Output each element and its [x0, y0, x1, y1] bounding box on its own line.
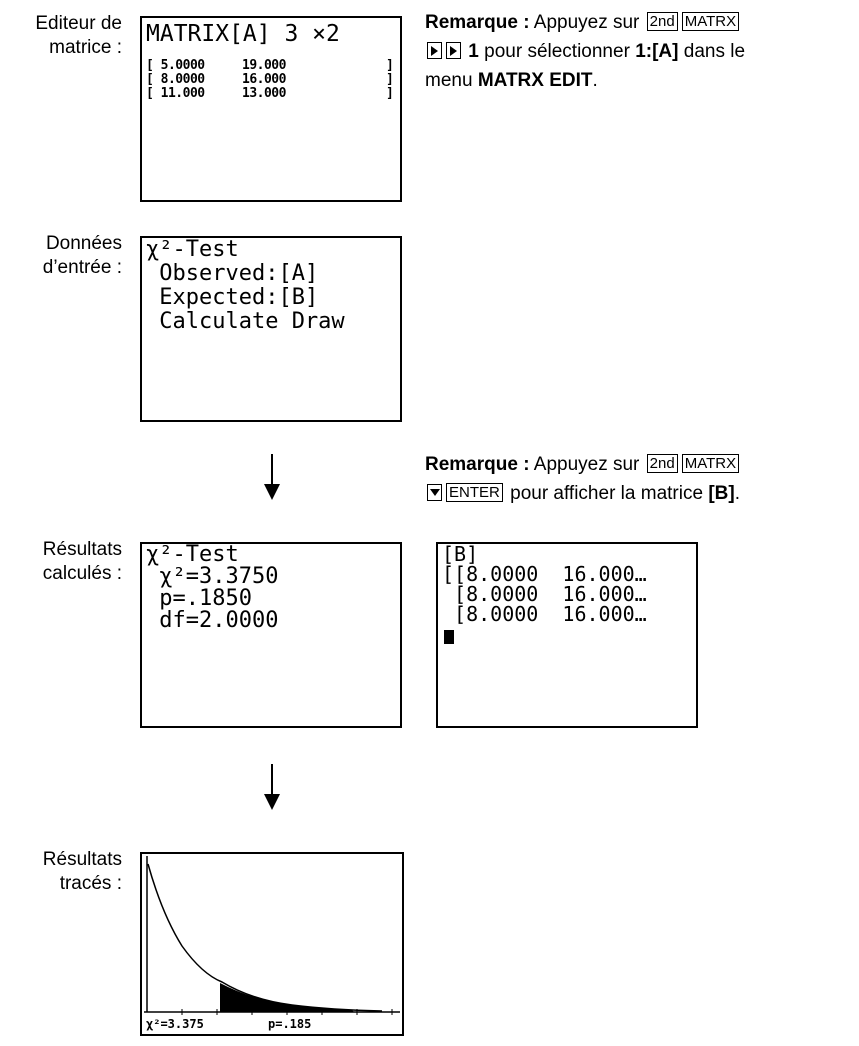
screen-line: p=.1850: [146, 586, 252, 611]
key-2nd: 2nd: [646, 12, 678, 31]
plot-p-label: p=.185: [268, 1017, 312, 1031]
matrix-cell: 13.000: [242, 86, 286, 101]
right-arrow-key-icon: [446, 42, 461, 59]
matrix-cell: [ 11.000: [146, 86, 205, 101]
matrix-row: [ 11.000: [146, 86, 205, 101]
note-text: pour sélectionner: [484, 41, 630, 62]
screen-line: [B]: [442, 542, 479, 566]
note-line: menu MATRX EDIT.: [425, 66, 745, 95]
note-line: ENTER pour afficher la matrice [B].: [425, 479, 741, 508]
matrix-editor-screen: MATRIX[A] 3 ×2 [ 5.0000 19.000 ] [ 8.000…: [140, 16, 402, 202]
note-text: dans le: [683, 41, 746, 62]
plot-screen: χ²=3.375 p=.185: [140, 852, 404, 1036]
key-matrx: MATRX: [681, 454, 740, 473]
matrix-cell: [ 8.0000: [146, 72, 205, 87]
axis-ticks: [181, 1009, 393, 1015]
matrix-bracket: ]: [386, 72, 394, 87]
chi-square-plot: [144, 856, 400, 1015]
label-line: Résultats: [42, 539, 122, 560]
matrix-bracket: ]: [386, 86, 394, 101]
cursor-block: [444, 630, 454, 644]
note-line: 1 pour sélectionner 1:[A] dans le: [425, 37, 745, 66]
note-text: pour afficher la matrice: [510, 483, 704, 504]
label-line: calculés :: [42, 563, 122, 584]
key-enter: ENTER: [446, 483, 503, 502]
input-data-label: Données d’entrée :: [0, 232, 122, 280]
matrix-bracket: ]: [386, 58, 394, 73]
down-arrow-icon: [264, 454, 280, 500]
label-line: Editeur de: [35, 13, 122, 34]
note-text: .: [592, 70, 598, 91]
computed-results-screen: χ²-Test χ²=3.3750 p=.1850 df=2.0000: [140, 542, 402, 728]
shaded-region: [220, 983, 354, 1012]
note-text: Appuyez sur: [533, 12, 640, 33]
screen-line: [8.0000 16.000…: [442, 602, 647, 626]
matrix-row: [ 5.0000: [146, 58, 205, 73]
screen-line: Calculate Draw: [146, 309, 345, 334]
note-bold: 1:[A]: [635, 41, 679, 62]
note-text: Appuyez sur: [533, 454, 640, 475]
key-matrx: MATRX: [681, 12, 740, 31]
matrix-cell: 16.000: [242, 72, 286, 87]
note-bold: [B]: [708, 483, 735, 504]
matrix-b-screen: [B] [[8.0000 16.000… [8.0000 16.000… [8.…: [436, 542, 698, 728]
screen-line: df=2.0000: [146, 608, 279, 633]
right-arrow-key-icon: [427, 42, 442, 59]
screen-line: Observed:[A]: [146, 261, 319, 286]
matrix-cell: [ 5.0000: [146, 58, 205, 73]
plotted-results-label: Résultats tracés :: [0, 848, 122, 896]
note-bold: 1: [468, 41, 479, 62]
down-arrow-icon: [264, 764, 280, 810]
screen-line: χ²=3.3750: [146, 564, 279, 589]
label-line: matrice :: [49, 37, 122, 58]
matrix-row: [ 8.0000: [146, 72, 205, 87]
matrix-cell: 19.000: [242, 58, 286, 73]
screen-line: [[8.0000 16.000…: [442, 562, 647, 586]
matrix-title: MATRIX[A] 3 ×2: [146, 21, 340, 47]
label-line: d’entrée :: [42, 257, 122, 278]
note-bold: MATRX EDIT: [477, 70, 593, 91]
note-lead: Remarque :: [425, 12, 530, 33]
plot-chi-label: χ²=3.375: [146, 1017, 204, 1031]
screen-line: χ²-Test: [146, 542, 239, 567]
screen-line: [8.0000 16.000…: [442, 582, 647, 606]
screen-line: Expected:[B]: [146, 285, 319, 310]
screen-line: χ²-Test: [146, 237, 239, 262]
computed-results-label: Résultats calculés :: [0, 538, 122, 586]
label-line: tracés :: [59, 873, 122, 894]
label-line: Résultats: [42, 849, 122, 870]
label-line: Données: [45, 233, 122, 254]
density-curve: [147, 863, 383, 1012]
note-text: .: [734, 483, 740, 504]
down-arrow-key-icon: [427, 484, 442, 501]
key-2nd: 2nd: [646, 454, 678, 473]
note-text: menu: [425, 70, 473, 91]
input-screen: χ²-Test Observed:[A] Expected:[B] Calcul…: [140, 236, 402, 422]
note-lead: Remarque :: [425, 454, 530, 475]
matrix-editor-label: Editeur de matrice :: [0, 12, 122, 60]
